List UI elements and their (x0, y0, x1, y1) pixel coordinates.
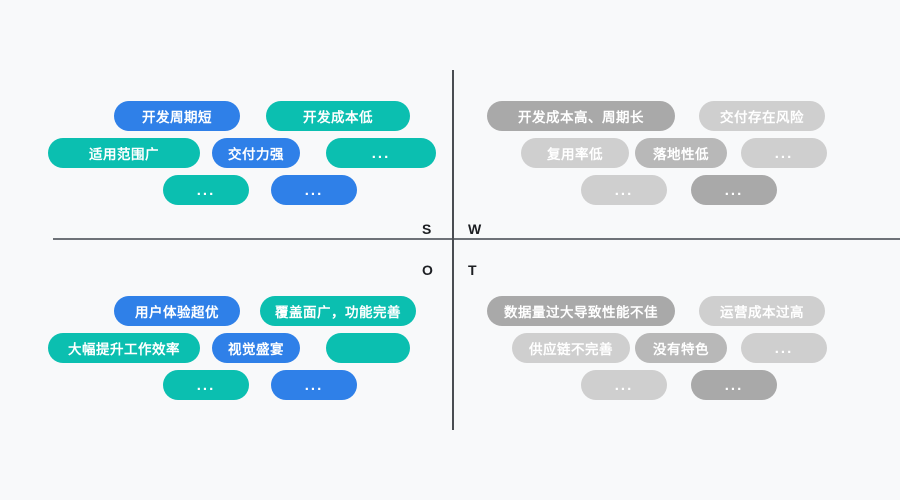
strength-pill-3[interactable]: 适用范围广 (48, 138, 200, 168)
quadrant-label-weaknesses: W (468, 221, 482, 237)
strength-pill-2[interactable]: 开发成本低 (266, 101, 410, 131)
axis-horizontal-divider (53, 238, 900, 240)
opportunity-pill-2[interactable]: 覆盖面广，功能完善 (260, 296, 416, 326)
quadrant-label-threats: T (468, 262, 478, 278)
weakness-pill-1[interactable]: 开发成本高、周期长 (487, 101, 675, 131)
threat-pill-5[interactable]: ... (741, 333, 827, 363)
opportunity-pill-7[interactable]: ... (271, 370, 357, 400)
opportunity-pill-1[interactable]: 用户体验超优 (114, 296, 240, 326)
quadrant-label-opportunities: O (422, 262, 434, 278)
strength-pill-6[interactable]: ... (163, 175, 249, 205)
weakness-pill-4[interactable]: 落地性低 (635, 138, 727, 168)
weakness-pill-6[interactable]: ... (581, 175, 667, 205)
axis-vertical-divider (452, 70, 454, 430)
strength-pill-4[interactable]: 交付力强 (212, 138, 300, 168)
strength-pill-7[interactable]: ... (271, 175, 357, 205)
threat-pill-2[interactable]: 运营成本过高 (699, 296, 825, 326)
threat-pill-7[interactable]: ... (691, 370, 777, 400)
threat-pill-4[interactable]: 没有特色 (635, 333, 727, 363)
threat-pill-1[interactable]: 数据量过大导致性能不佳 (487, 296, 675, 326)
strength-pill-1[interactable]: 开发周期短 (114, 101, 240, 131)
threat-pill-6[interactable]: ... (581, 370, 667, 400)
quadrant-label-strengths: S (422, 221, 432, 237)
opportunity-pill-4[interactable]: 视觉盛宴 (212, 333, 300, 363)
opportunity-pill-6[interactable]: ... (163, 370, 249, 400)
opportunity-pill-5[interactable] (326, 333, 410, 363)
weakness-pill-3[interactable]: 复用率低 (521, 138, 629, 168)
threat-pill-3[interactable]: 供应链不完善 (512, 333, 630, 363)
strength-pill-5[interactable]: ... (326, 138, 436, 168)
weakness-pill-2[interactable]: 交付存在风险 (699, 101, 825, 131)
opportunity-pill-3[interactable]: 大幅提升工作效率 (48, 333, 200, 363)
weakness-pill-7[interactable]: ... (691, 175, 777, 205)
weakness-pill-5[interactable]: ... (741, 138, 827, 168)
